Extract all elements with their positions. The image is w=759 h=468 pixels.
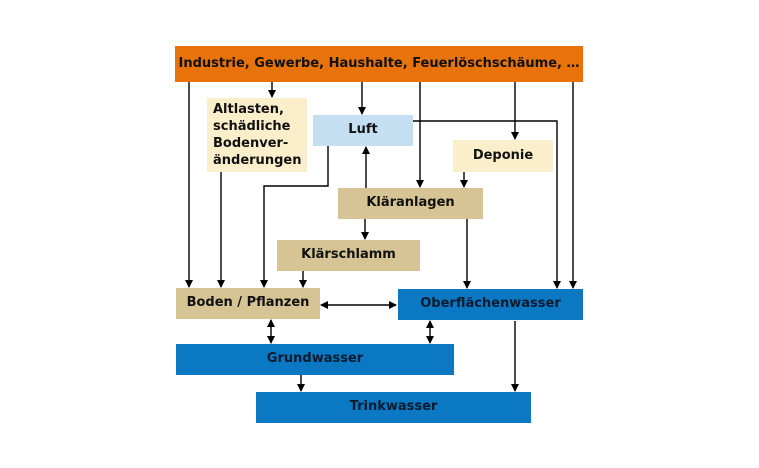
node-oberflaechenwasser-label: Oberflächenwasser [420, 296, 561, 312]
node-deponie-label: Deponie [472, 147, 534, 163]
arrow-luft-to-oberflaechenwasser [413, 120, 561, 289]
node-source: Industrie, Gewerbe, Haushalte, Feuerlösc… [175, 46, 583, 82]
node-altlasten-line-2: schädliche [213, 119, 291, 134]
node-altlasten-line-3: Bodenver- [213, 136, 289, 151]
node-klaeranlagen: Kläranlagen [338, 188, 483, 219]
node-oberflaechenwasser: Oberflächenwasser [398, 289, 583, 320]
node-deponie: Deponie [453, 140, 553, 172]
node-source-label: Industrie, Gewerbe, Haushalte, Feuerlösc… [178, 55, 580, 71]
node-trinkwasser: Trinkwasser [256, 392, 531, 423]
arrow-luft-to-boden [260, 146, 329, 288]
node-luft-label: Luft [348, 122, 378, 138]
node-klaerschlamm-label: Klärschlamm [301, 247, 396, 263]
node-trinkwasser-label: Trinkwasser [349, 399, 438, 415]
node-altlasten-line-4: änderungen [213, 153, 302, 168]
node-altlasten: Altlasten, schädliche Bodenver- änderung… [207, 98, 307, 172]
node-grundwasser: Grundwasser [176, 344, 454, 375]
node-grundwasser-label: Grundwasser [266, 351, 364, 367]
node-boden-label: Boden / Pflanzen [186, 295, 310, 311]
node-boden-pflanzen: Boden / Pflanzen [176, 288, 320, 319]
node-luft: Luft [313, 115, 413, 146]
node-altlasten-line-1: Altlasten, [213, 102, 284, 117]
node-klaerschlamm: Klärschlamm [277, 240, 420, 271]
node-klaeranlagen-label: Kläranlagen [366, 195, 455, 211]
